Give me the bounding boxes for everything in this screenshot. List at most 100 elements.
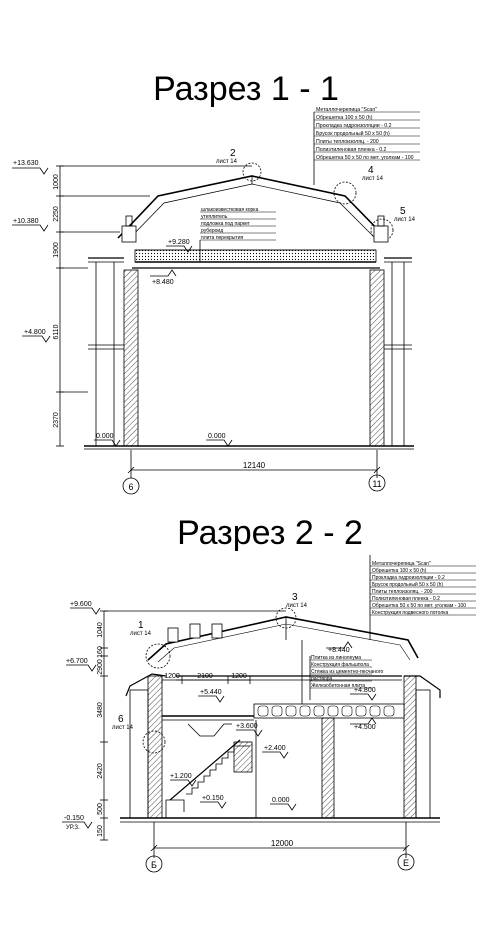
level-mark: +0.150 [202,795,224,802]
right-wall-1 [369,269,385,447]
attic-slab-1 [134,249,377,263]
section-2-labels: +9.600 +6.700 +5.440 +3.600 +2.400 +1.20… [64,592,409,870]
roof-spec-table-1: Металлочерепица "Scan" Обрешетка 100 х 5… [314,107,420,161]
level-mark: +4.800 [24,329,46,336]
roof-layer-text: Обрешетка 50 х 50 по мет. уголкам - 100 [372,603,466,609]
dimension-text: 1000 [53,174,60,190]
floor-spec-table-1: шлакоизвестковая корка утеплитель подлож… [200,207,276,241]
level-mark: +8.440 [328,647,350,654]
dimension-text: 2420 [97,763,104,779]
axis-label: 6 [128,482,133,492]
roof-layer-text: Плиты теплоизоляц. - 200 [372,589,433,595]
floor-layer-text: утеплитель [201,214,228,220]
callout-sheet: лист 14 [112,725,134,731]
dimension-text: 150 [97,825,104,837]
roof-layer-text: Полиэтиленовая пленка - 0.2 [316,147,387,153]
axis-bubble-11 [368,474,386,492]
floor-layer-text: подложка под паркет [201,221,251,227]
dimension-text: 2900 [97,659,104,675]
callout-number: 2 [230,148,236,159]
left-wall-1 [123,269,139,447]
axis-bubble-6 [122,477,140,495]
floor-layer-text: Плитка из линолеума [311,655,361,661]
callout-number: 3 [292,592,298,603]
roof-layer-text: Металлочерепица "Scan" [316,107,377,113]
roof-spec-table-2: Металлочерепица "Scan" Обрешетка 100 х 5… [370,561,476,616]
dimension-text: 2250 [53,206,60,222]
level-mark: +2.400 [264,745,286,752]
callout-sheet: лист 14 [286,603,308,609]
callout-sheet: лист 14 [362,176,384,182]
section-1-labels: +13.630 +10.380 +4.800 +9.280 +8.480 0.0… [13,148,416,492]
floor-layer-text: рубероид [201,228,223,234]
roof-layer-text: Обрешетка 100 х 50 (h) [316,115,373,121]
axis-label: Б [151,860,157,870]
dimension-text: 1900 [53,242,60,258]
dimension-text: 1200 [164,673,180,680]
roof-layer-text: Брусок продольный 50 х 50 (h) [372,581,443,588]
axis-bubble-b [145,855,163,873]
dimension-text: 3480 [97,702,104,718]
floor-layer-text: Конструкция фальшпола [311,662,369,668]
level-mark: +9.280 [168,239,190,246]
roof-layer-text: Обрешетка 50 х 50 по мет. уголкам - 100 [316,155,414,161]
level-mark: +10.380 [13,218,39,225]
section-2-drawing [62,555,441,873]
axis-label: 11 [372,479,381,489]
level-mark: +4.800 [354,687,376,694]
callout-sheet: лист 14 [130,631,152,637]
callout-number: 6 [118,714,124,725]
callout-circle-3 [275,607,297,629]
level-mark: +3.600 [236,723,258,730]
callout-circle-5 [370,218,394,242]
level-mark: 0.000 [208,433,226,440]
level-mark: +4.500 [354,724,376,731]
floor-layer-text: Стяжка из цементно-песчаного [311,669,384,675]
left-wall-2 [147,675,163,819]
section-2-title: Разрез 2 - 2 [177,514,363,552]
roof-layer-text: Полиэтиленовая пленка - 0.2 [372,596,440,602]
dimension-text: 500 [97,803,104,815]
roof-layer-text: Конструкция подвесного потолка [372,610,449,616]
callout-sheet: лист 14 [216,159,238,165]
floor-spec-table-2: Плитка из линолеума Конструкция фальшпол… [310,655,384,689]
dimension-text: 2370 [53,412,60,428]
dimension-text: 6110 [53,324,60,339]
level-mark: +13.630 [13,160,39,167]
dimension-text: 1040 [97,622,104,638]
level-mark: +8.480 [152,279,174,286]
callout-circle-6 [142,730,166,754]
dimension-text: 2100 [197,673,213,680]
level-mark: +1.200 [170,773,192,780]
roof-layer-text: Брусок продольный 50 х 50 (h) [316,130,390,137]
dimension-text: 1200 [231,673,247,680]
floor-layer-text: плита перекрытия [201,235,244,241]
stair-lower [165,799,185,818]
callout-circle-1 [145,643,171,669]
axis-bubble-e [397,853,415,871]
dimension-text: 12140 [243,461,266,470]
level-mark: +5.440 [200,689,222,696]
right-wall-2 [403,675,417,819]
dimension-text: 12000 [271,839,294,848]
stair-upper [186,745,250,795]
roof-layer-text: Прокладка гидроизоляции - 0.2 [372,575,445,581]
callout-circle-2 [242,162,262,182]
callout-number: 5 [400,206,406,217]
level-mark: 0.000 [96,433,114,440]
callout-circle-4 [333,181,357,205]
floor-layer-text: шлакоизвестковая корка [201,207,259,213]
level-mark: +6.700 [66,658,88,665]
callout-number: 1 [138,620,144,631]
roof-layer-text: Обрешетка 100 х 50 (h) [372,568,427,574]
section-1-title: Разрез 1 - 1 [153,70,339,108]
roof-layer-text: Прокладка гидроизоляции - 0.2 [316,123,392,129]
floor-layer-text: Железобетонная плита [311,683,365,689]
level-mark: 0.000 [272,797,290,804]
axis-label: Е [403,858,409,868]
level-mark: -0.150 [64,815,84,822]
level-mark: УР.З. [66,825,80,831]
dimension-text: 160 [97,646,104,658]
roof-layer-text: Плиты теплоизоляц. - 200 [316,139,379,145]
